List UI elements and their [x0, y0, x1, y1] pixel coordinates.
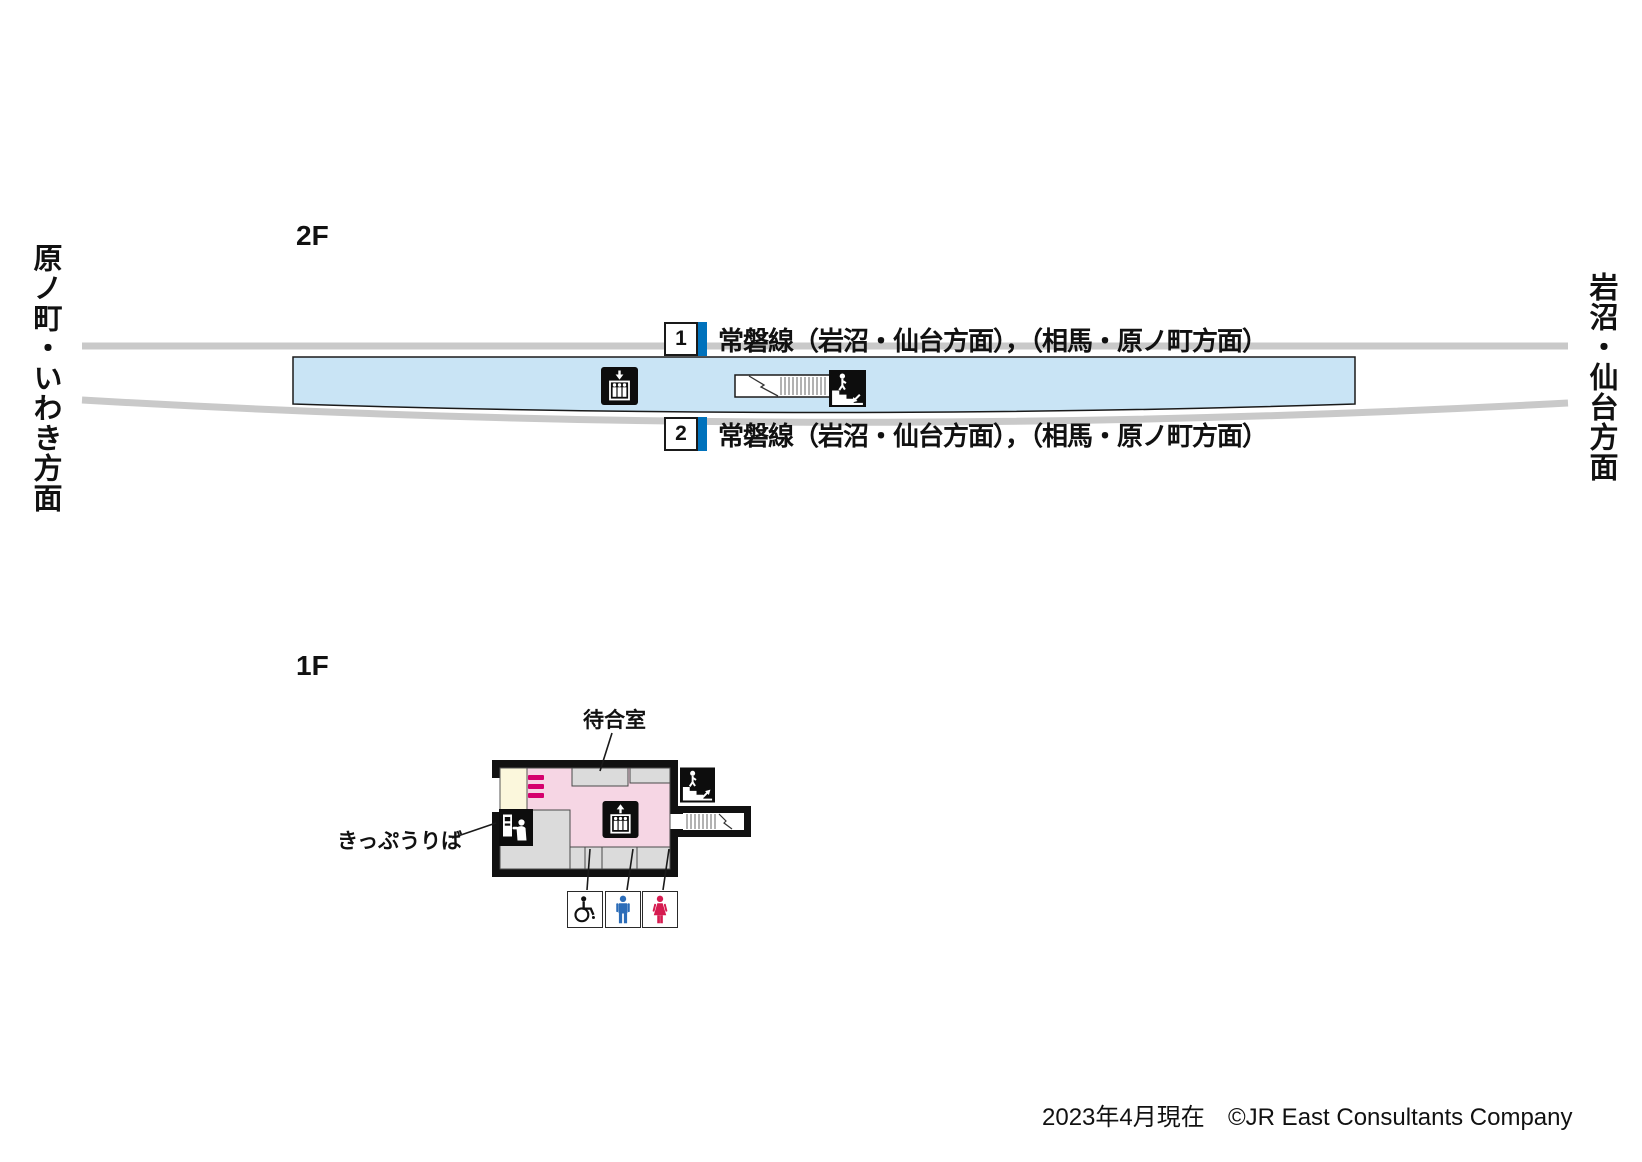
leader-waiting-room	[599, 732, 613, 772]
direction-left-label: 原ノ町・いわき方面	[29, 243, 61, 513]
corridor-opening	[669, 814, 684, 829]
leader-toilet-men	[626, 848, 634, 891]
corridor-floor-1f	[683, 813, 744, 830]
toilet-dividers	[584, 847, 638, 869]
man-icon	[605, 891, 641, 928]
stairs-down-icon	[829, 370, 866, 407]
floor-1f-label: 1F	[296, 650, 329, 681]
direction-right-label: 岩沼・仙台方面	[1585, 272, 1617, 482]
platform-1-number: 1	[664, 322, 698, 356]
platform-1-badge-bar	[698, 322, 707, 356]
platform-1-line-label: 常磐線（岩沼・仙台方面），（相馬・原ノ町方面）	[718, 325, 1268, 356]
platform-2-badge: 2	[664, 417, 707, 451]
ticket-office-label: きっぷうりば	[337, 830, 463, 853]
platform-1-row: 1 常磐線（岩沼・仙台方面），（相馬・原ノ町方面）	[664, 322, 1268, 356]
platform-1-badge: 1	[664, 322, 707, 356]
platform-2-line-label: 常磐線（岩沼・仙台方面），（相馬・原ノ町方面）	[718, 420, 1268, 451]
track-line-bottom	[81, 396, 1569, 426]
copyright-text: ©JR East Consultants Company	[1228, 1104, 1573, 1131]
map-date-note: 2023年4月現在	[1042, 1104, 1205, 1131]
room-gray-b	[629, 767, 671, 784]
leader-toilet-women	[662, 848, 670, 891]
leader-ticket-office	[451, 822, 497, 839]
platform-2-badge-bar	[698, 417, 707, 451]
toilet-strip	[569, 846, 671, 870]
platform-2-row: 2 常磐線（岩沼・仙台方面），（相馬・原ノ町方面）	[664, 417, 1268, 451]
elevator-down-icon	[601, 367, 638, 405]
floor-2f-label: 2F	[296, 220, 329, 251]
stairs-plan-1f	[686, 813, 733, 830]
platform-2-number: 2	[664, 417, 698, 451]
room-cream	[499, 767, 528, 811]
woman-icon	[642, 891, 678, 928]
waiting-room	[571, 767, 629, 787]
stairs-up-icon	[680, 767, 715, 803]
stairs-plan-2f	[734, 374, 831, 398]
leader-lines	[451, 732, 670, 891]
elevator-up-icon	[602, 801, 639, 838]
leader-toilet-accessible	[586, 848, 591, 891]
ticket-gates	[528, 775, 544, 798]
waiting-room-label: 待合室	[583, 709, 646, 732]
ticket-machine-icon	[499, 809, 533, 846]
wheelchair-icon	[567, 891, 603, 928]
entrance-opening	[490, 778, 501, 812]
